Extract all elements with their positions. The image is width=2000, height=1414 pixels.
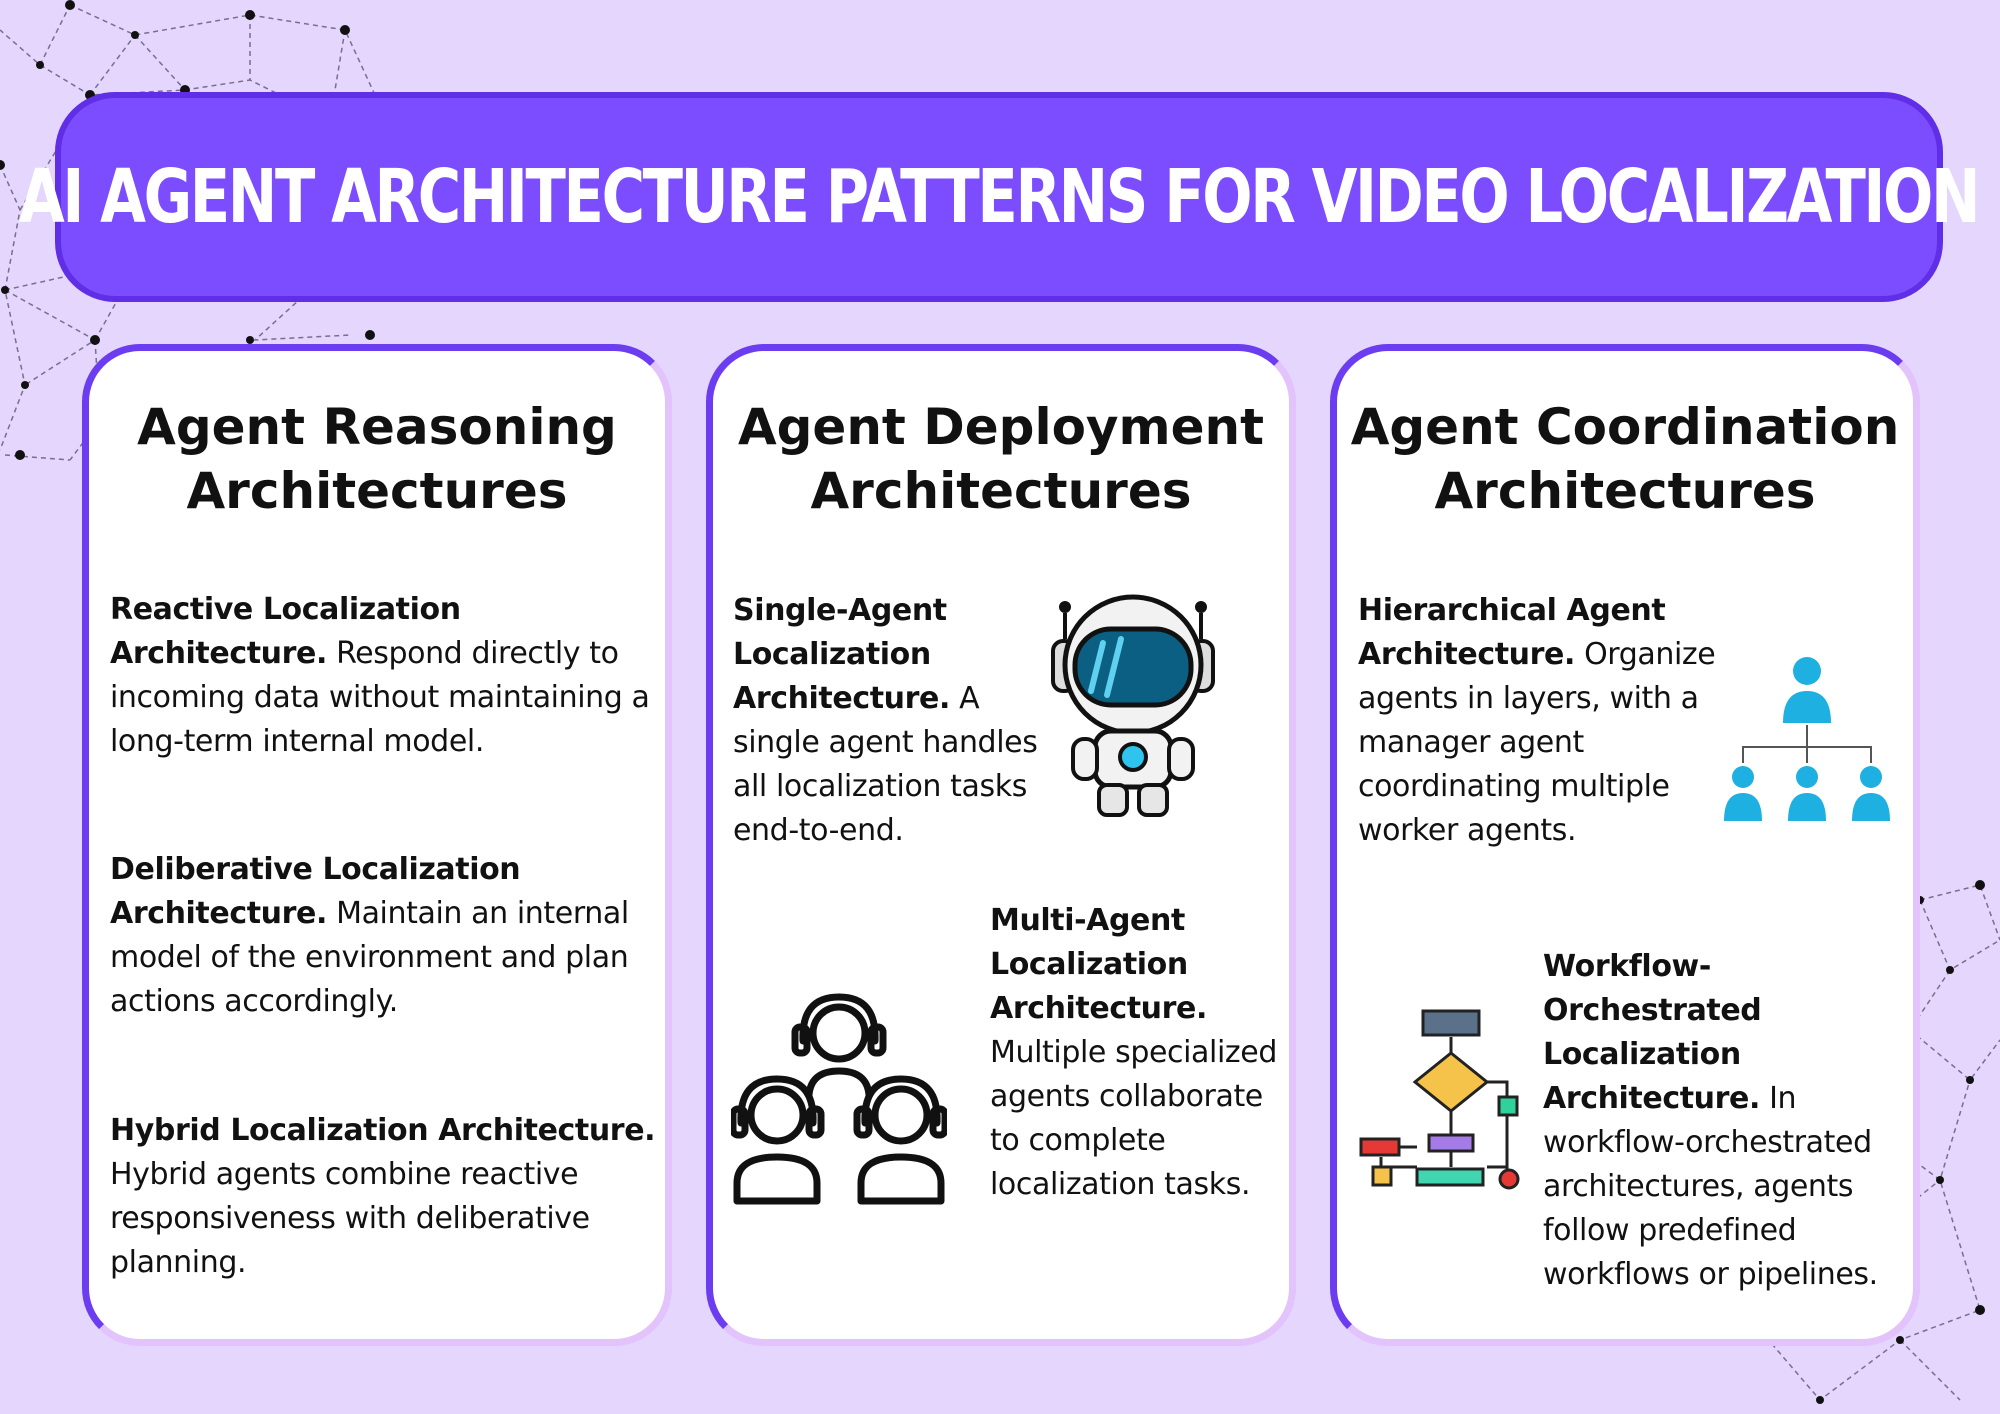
item-body: Organize agents in layers, with a manage… (1358, 637, 1716, 848)
agent-team-headset-icon (731, 993, 947, 1205)
item-heading: Multi-Agent Localization Architecture. (990, 903, 1207, 1026)
item-heading: Single-Agent Localization Architecture. (733, 593, 950, 716)
item-body: Multiple specialized agents collaborate … (990, 1035, 1277, 1202)
item-deliberative: Deliberative Localization Architecture. … (110, 848, 655, 1024)
card-title: Agent Reasoning Architectures (137, 398, 617, 520)
card-agent-reasoning: Agent Reasoning Architectures Reactive L… (82, 344, 672, 1346)
robot-astronaut-icon (1051, 594, 1215, 817)
item-heading: Workflow-Orchestrated Localization Archi… (1543, 949, 1762, 1116)
item-heading: Deliberative Localization Architecture. (110, 852, 521, 931)
item-heading: Reactive Localization Architecture. (110, 592, 461, 671)
item-multi-agent: Multi-Agent Localization Architecture. M… (990, 899, 1290, 1207)
item-body: In workflow-orchestrated architectures, … (1543, 1081, 1878, 1292)
item-reactive: Reactive Localization Architecture. Resp… (110, 588, 655, 764)
item-body: Maintain an internal model of the enviro… (110, 896, 629, 1019)
card-title: Agent Deployment Architectures (737, 398, 1265, 520)
org-hierarchy-icon (1724, 657, 1890, 821)
page-title: AI AGENT ARCHITECTURE PATTERNS FOR VIDEO… (19, 154, 1981, 240)
card-agent-deployment: Agent Deployment Architectures Single-Ag… (706, 344, 1296, 1346)
item-hybrid: Hybrid Localization Architecture. Hybrid… (110, 1109, 665, 1285)
item-hierarchical: Hierarchical Agent Architecture. Organiz… (1358, 589, 1728, 853)
item-body: Respond directly to incoming data withou… (110, 636, 650, 759)
item-heading: Hierarchical Agent Architecture. (1358, 593, 1666, 672)
card-agent-coordination: Agent Coordination Architectures Hierarc… (1330, 344, 1920, 1346)
title-banner: AI AGENT ARCHITECTURE PATTERNS FOR VIDEO… (19, 92, 1981, 302)
item-body: Hybrid agents combine reactive responsiv… (110, 1157, 590, 1280)
item-heading: Hybrid Localization Architecture. (110, 1113, 656, 1148)
card-title: Agent Coordination Architectures (1350, 398, 1900, 520)
flowchart-icon (1359, 1009, 1520, 1190)
item-body: A single agent handles all localization … (733, 681, 1038, 848)
item-workflow-orchestrated: Workflow-Orchestrated Localization Archi… (1543, 945, 1913, 1297)
item-single-agent: Single-Agent Localization Architecture. … (733, 589, 1038, 853)
